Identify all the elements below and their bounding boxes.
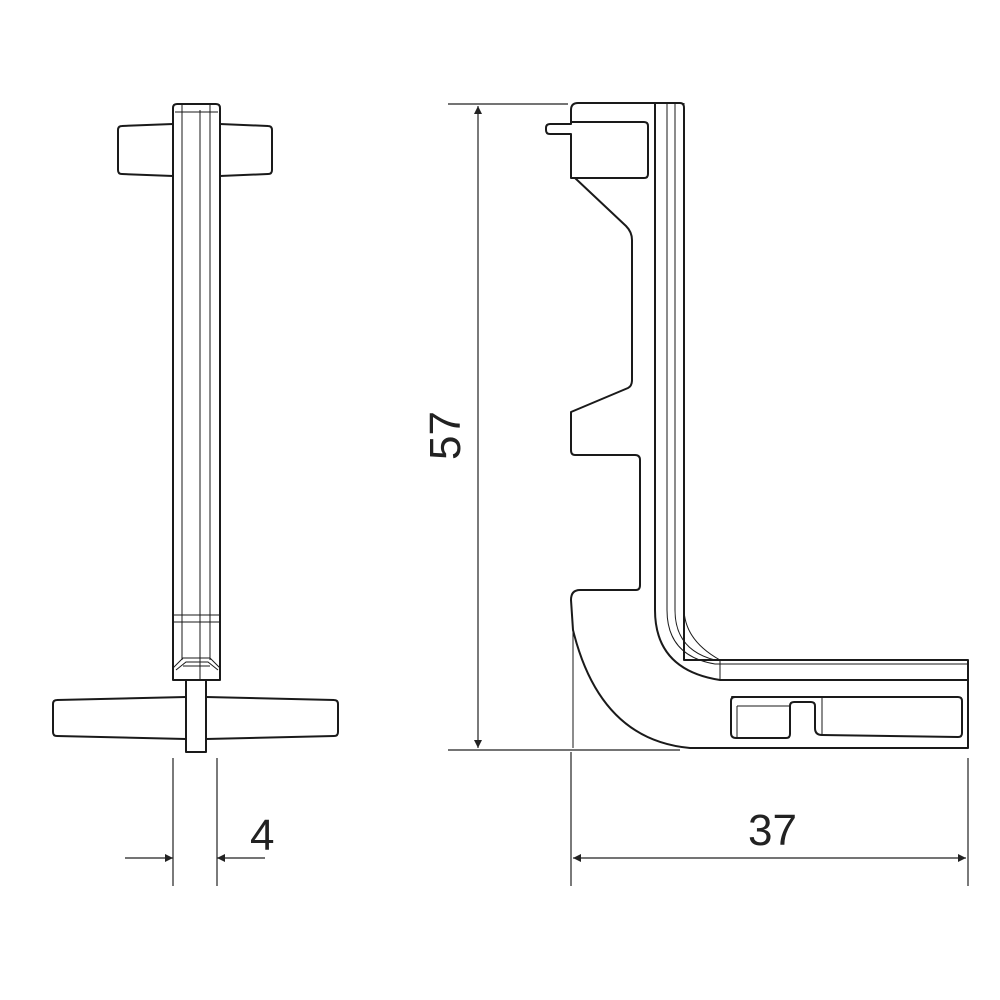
top-crossbar [117,123,273,177]
slot [730,696,963,739]
bottom-crossbar [52,696,339,740]
bottom-pin [185,680,207,753]
stem [172,103,221,681]
bracket-outline [545,102,969,749]
chamfer [172,657,221,671]
dimension-height: 57 [421,103,680,751]
dimension-width-label: 4 [250,811,274,860]
side-view [545,102,969,749]
dimension-width: 4 [125,758,274,886]
dimension-height-label: 57 [421,411,470,460]
dimension-depth: 37 [570,752,969,886]
front-view [52,103,339,753]
dimension-depth-label: 37 [748,806,797,855]
